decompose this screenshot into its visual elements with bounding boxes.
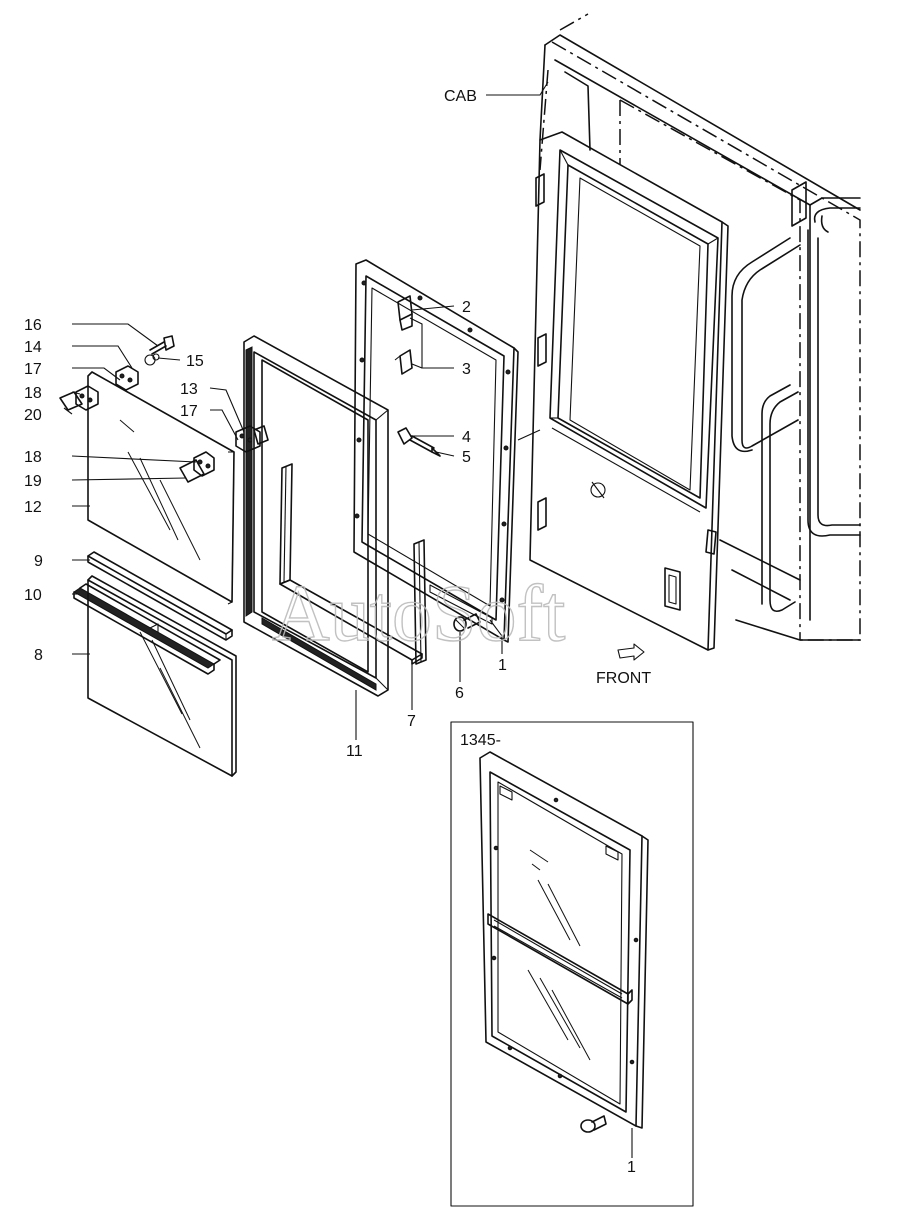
screw-part-6 [453, 613, 481, 632]
watermark-text: AutoSoft [272, 570, 565, 658]
leader-lines [63, 81, 633, 1158]
label-part-9: 9 [34, 553, 43, 570]
front-arrow-icon [617, 643, 645, 661]
upper-glass-part-12 [59, 335, 269, 605]
label-part-15: 15 [186, 353, 204, 370]
label-part-2: 2 [462, 299, 471, 316]
label-part-10: 10 [24, 587, 42, 604]
label-front: FRONT [596, 670, 651, 687]
inner-sash-frame [353, 259, 519, 643]
label-part-11: 11 [346, 743, 363, 760]
label-part-20: 20 [24, 407, 42, 424]
label-part-14: 14 [24, 339, 42, 356]
label-part-17a: 17 [24, 361, 42, 378]
rail-part-10 [73, 583, 221, 675]
cab-outline [539, 13, 861, 641]
label-part-3: 3 [462, 361, 471, 378]
label-part-1-inset: 1 [627, 1159, 636, 1176]
label-part-1: 1 [498, 657, 507, 674]
label-inset: 1345- [460, 732, 501, 749]
label-part-19: 19 [24, 473, 42, 490]
label-part-8: 8 [34, 647, 43, 664]
inset-box [450, 721, 694, 1207]
label-part-4: 4 [462, 429, 471, 446]
part-labels: CAB FRONT 1345- 2 3 4 5 1 6 7 11 16 14 1… [24, 88, 651, 1176]
label-part-13: 13 [180, 381, 198, 398]
label-part-18a: 18 [24, 385, 42, 402]
label-part-6: 6 [455, 685, 464, 702]
label-part-12: 12 [24, 499, 42, 516]
label-cab: CAB [444, 88, 477, 105]
label-part-18b: 18 [24, 449, 42, 466]
lower-glass-part-8 [87, 575, 237, 777]
seal-frame-part-11 [243, 335, 389, 697]
label-part-7: 7 [407, 713, 416, 730]
label-part-16: 16 [24, 317, 42, 334]
cab-door [517, 131, 729, 651]
label-part-17b: 17 [180, 403, 198, 420]
label-part-5: 5 [462, 449, 471, 466]
